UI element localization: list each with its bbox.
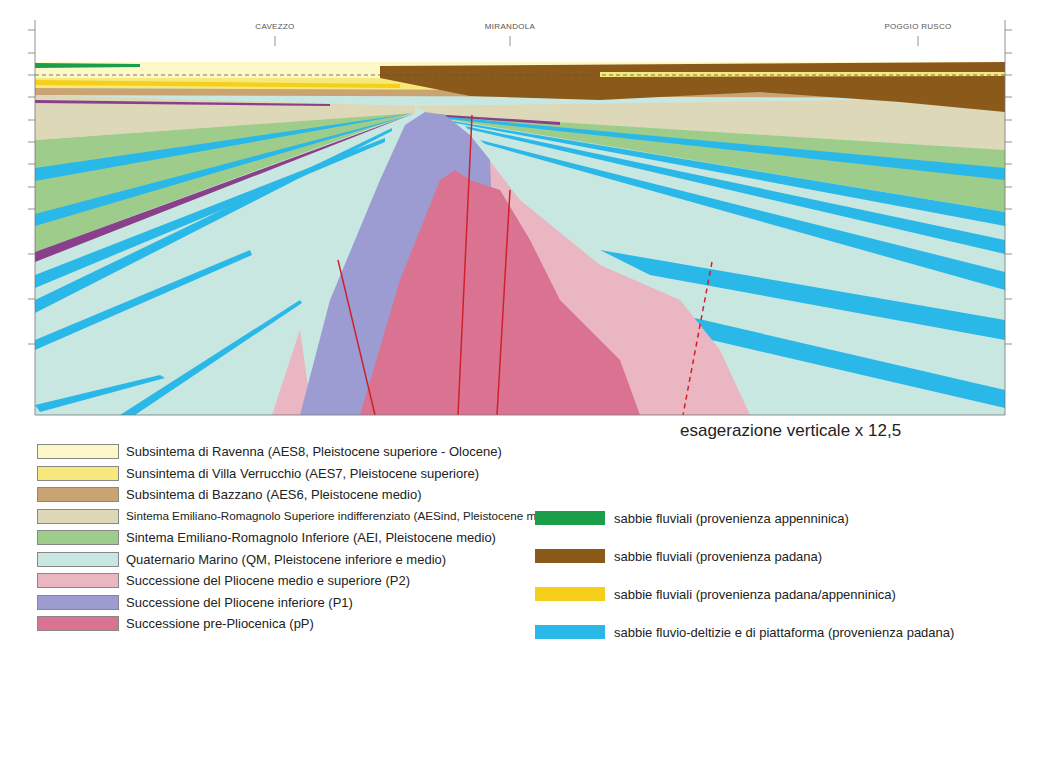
legend-text: Subsintema di Bazzano (AES6, Pleistocene… — [126, 487, 422, 502]
legend-text: Successione del Pliocene medio e superio… — [126, 573, 410, 588]
legend-swatch — [535, 511, 605, 525]
legend-swatch — [37, 466, 119, 481]
legend-swatch — [37, 573, 119, 588]
place-name: POGGIO RUSCO — [884, 22, 951, 31]
legend-swatch — [37, 509, 119, 524]
legend-swatch — [535, 587, 605, 601]
legend-swatch — [535, 549, 605, 563]
legend-text: Quaternario Marino (QM, Pleistocene infe… — [126, 552, 446, 567]
legend-text: sabbie fluvio-deltizie e di piattaforma … — [614, 625, 954, 640]
scale-note: esagerazione verticale x 12,5 — [680, 421, 901, 441]
legend-swatch — [37, 552, 119, 567]
legend-text: Successione pre-Pliocenica (pP) — [126, 616, 314, 631]
legend-text: sabbie fluviali (provenienza padana/appe… — [614, 587, 896, 602]
place-name: CAVEZZO — [255, 22, 294, 31]
legend-swatch — [37, 530, 119, 545]
legend-text: sabbie fluviali (provenienza padana) — [614, 549, 822, 564]
legend-text: Sintema Emiliano-Romagnolo Inferiore (AE… — [126, 530, 496, 545]
legend-swatch — [37, 616, 119, 631]
legend-text: Sintema Emiliano-Romagnolo Superiore ind… — [126, 509, 562, 522]
legend-swatch — [37, 444, 119, 459]
legend-text: Subsintema di Ravenna (AES8, Pleistocene… — [126, 444, 502, 459]
legend-swatch — [37, 595, 119, 610]
legend-text: sabbie fluviali (provenienza appenninica… — [614, 511, 849, 526]
legend-swatch — [535, 625, 605, 639]
legend-text: Successione del Pliocene inferiore (P1) — [126, 595, 353, 610]
legend-text: Sunsintema di Villa Verrucchio (AES7, Pl… — [126, 466, 479, 481]
place-name: MIRANDOLA — [485, 22, 535, 31]
legend-swatch — [37, 487, 119, 502]
